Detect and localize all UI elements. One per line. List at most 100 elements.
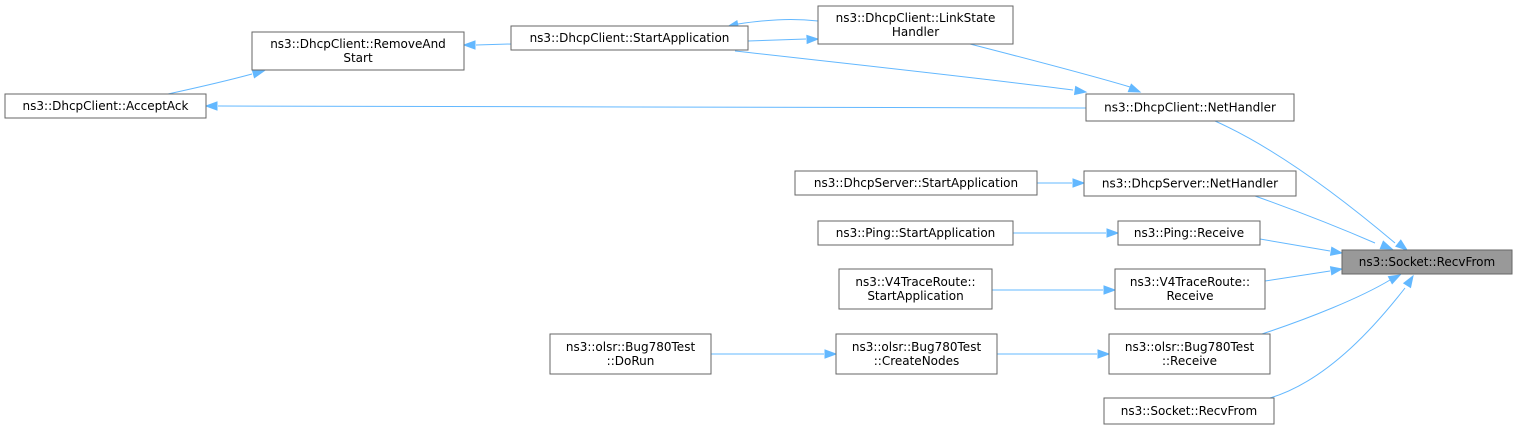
edge-line [1214, 120, 1396, 244]
node-label: ns3::DhcpClient::NetHandler [1104, 101, 1276, 115]
edge-recvfrom-overload-to-recvfrom-main [1269, 274, 1414, 399]
node-recvfrom-main[interactable]: ns3::Socket::RecvFrom [1341, 249, 1513, 275]
edge-line [747, 38, 807, 42]
node-bug780-createnodes[interactable]: ns3::olsr::Bug780Test::CreateNodes [835, 333, 998, 375]
arrowhead-icon [1097, 349, 1111, 359]
node-label: ns3::Socket::RecvFrom [1121, 404, 1257, 418]
edge-dhcpclient-startapplication-to-dhcpclient-removeandstart [462, 40, 512, 50]
node-label: ::CreateNodes [874, 354, 960, 368]
edge-dhcpclient-startapplication-to-dhcpclient-nethandler [734, 50, 1088, 96]
node-box [1114, 268, 1266, 310]
node-box [817, 5, 1014, 45]
edge-line [1264, 270, 1331, 282]
edge-dhcpclient-removeandstart-to-dhcpclient-acceptack [167, 69, 266, 95]
node-v4traceroute-startapplication[interactable]: ns3::V4TraceRoute::StartApplication [838, 268, 993, 310]
edge-line [167, 73, 253, 95]
node-label: ns3::Ping::StartApplication [836, 226, 996, 240]
node-box [835, 333, 998, 375]
node-label: ns3::olsr::Bug780Test [852, 340, 982, 354]
arrowhead-icon [1103, 285, 1117, 295]
node-box [1103, 397, 1275, 425]
node-box [549, 333, 712, 375]
node-box [817, 220, 1014, 246]
node-ping-startapplication[interactable]: ns3::Ping::StartApplication [817, 220, 1014, 246]
node-bug780-receive[interactable]: ns3::olsr::Bug780Test::Receive [1108, 333, 1271, 375]
node-label: ns3::DhcpClient::RemoveAnd [270, 37, 446, 51]
arrowhead-icon [1072, 178, 1086, 188]
edge-dhcpserver-nethandler-to-recvfrom-main [1254, 195, 1394, 250]
arrowhead-icon [1073, 85, 1088, 96]
node-box [1341, 249, 1513, 275]
node-box [1117, 220, 1261, 246]
edge-bug780-dorun-to-bug780-createnodes [711, 349, 838, 359]
edge-ping-receive-to-recvfrom-main [1259, 238, 1344, 256]
node-label: Start [343, 51, 373, 65]
edge-line [217, 105, 1087, 109]
edge-line [1254, 195, 1376, 244]
node-dhcpserver-nethandler[interactable]: ns3::DhcpServer::NetHandler [1083, 170, 1297, 197]
arrowhead-icon [204, 101, 218, 111]
node-label: Handler [892, 25, 939, 39]
node-dhcpserver-startapplication[interactable]: ns3::DhcpServer::StartApplication [794, 170, 1038, 196]
node-label: ns3::V4TraceRoute:: [1130, 275, 1250, 289]
node-label: StartApplication [867, 289, 963, 303]
node-label: ns3::Socket::RecvFrom [1359, 255, 1495, 269]
node-dhcpclient-startapplication[interactable]: ns3::DhcpClient::StartApplication [510, 25, 749, 51]
node-box [1108, 333, 1271, 375]
node-box [4, 93, 207, 119]
node-label: Receive [1167, 289, 1214, 303]
call-graph-nodes: ns3::Socket::RecvFrom ns3::DhcpClient::Ne… [4, 5, 1513, 425]
edge-line [969, 43, 1131, 88]
node-box [1085, 93, 1295, 122]
node-label: ::Receive [1162, 354, 1217, 368]
arrowhead-icon [251, 69, 266, 79]
node-label: ns3::DhcpServer::StartApplication [814, 176, 1018, 190]
node-box [510, 25, 749, 51]
arrowhead-icon [1329, 246, 1344, 256]
arrowhead-icon [1402, 274, 1414, 289]
arrowhead-icon [1379, 240, 1394, 250]
edge-line [1261, 279, 1391, 335]
edge-line [475, 43, 512, 46]
node-box [794, 170, 1038, 196]
edge-bug780-createnodes-to-bug780-receive [997, 349, 1111, 359]
node-label: ns3::DhcpClient::LinkState [836, 11, 996, 25]
node-box [251, 31, 465, 71]
arrowhead-icon [462, 40, 476, 50]
arrowhead-icon [1387, 274, 1402, 285]
edge-ping-startapplication-to-ping-receive [1013, 228, 1120, 238]
node-label: ns3::Ping::Receive [1134, 226, 1244, 240]
node-dhcpclient-acceptack[interactable]: ns3::DhcpClient::AcceptAck [4, 93, 207, 119]
arrowhead-icon [824, 349, 838, 359]
arrowhead-icon [1329, 266, 1344, 276]
node-bug780-dorun[interactable]: ns3::olsr::Bug780Test::DoRun [549, 333, 712, 375]
node-dhcpclient-nethandler[interactable]: ns3::DhcpClient::NetHandler [1085, 93, 1295, 122]
node-label: ns3::DhcpClient::AcceptAck [23, 99, 189, 113]
node-recvfrom-overload[interactable]: ns3::Socket::RecvFrom [1103, 397, 1275, 425]
arrowhead-icon [1127, 83, 1142, 93]
edge-line [737, 19, 819, 25]
edge-dhcpserver-startapplication-to-dhcpserver-nethandler [1037, 178, 1086, 188]
node-label: ns3::V4TraceRoute:: [855, 275, 975, 289]
arrowhead-icon [1106, 228, 1120, 238]
edge-v4traceroute-receive-to-recvfrom-main [1264, 266, 1344, 282]
edge-line [734, 50, 1074, 91]
arrowhead-icon [806, 34, 820, 45]
node-label: ns3::DhcpClient::StartApplication [530, 31, 730, 45]
edge-line [1259, 238, 1331, 252]
edge-bug780-receive-to-recvfrom-main [1261, 274, 1402, 335]
node-ping-receive[interactable]: ns3::Ping::Receive [1117, 220, 1261, 246]
node-v4traceroute-receive[interactable]: ns3::V4TraceRoute::Receive [1114, 268, 1266, 310]
node-label: ns3::olsr::Bug780Test [566, 340, 696, 354]
node-label: ::DoRun [607, 354, 655, 368]
node-label: ns3::olsr::Bug780Test [1125, 340, 1255, 354]
arrowhead-icon [1395, 239, 1409, 251]
edge-line [1269, 287, 1406, 399]
edge-dhcpclient-acceptack-to-dhcpclient-nethandler [204, 101, 1087, 111]
edge-v4traceroute-startapplication-to-v4traceroute-receive [992, 285, 1117, 295]
edge-dhcpclient-startapplication-to-dhcpclient-linkstatehandler [747, 34, 820, 45]
node-label: ns3::DhcpServer::NetHandler [1102, 177, 1278, 191]
